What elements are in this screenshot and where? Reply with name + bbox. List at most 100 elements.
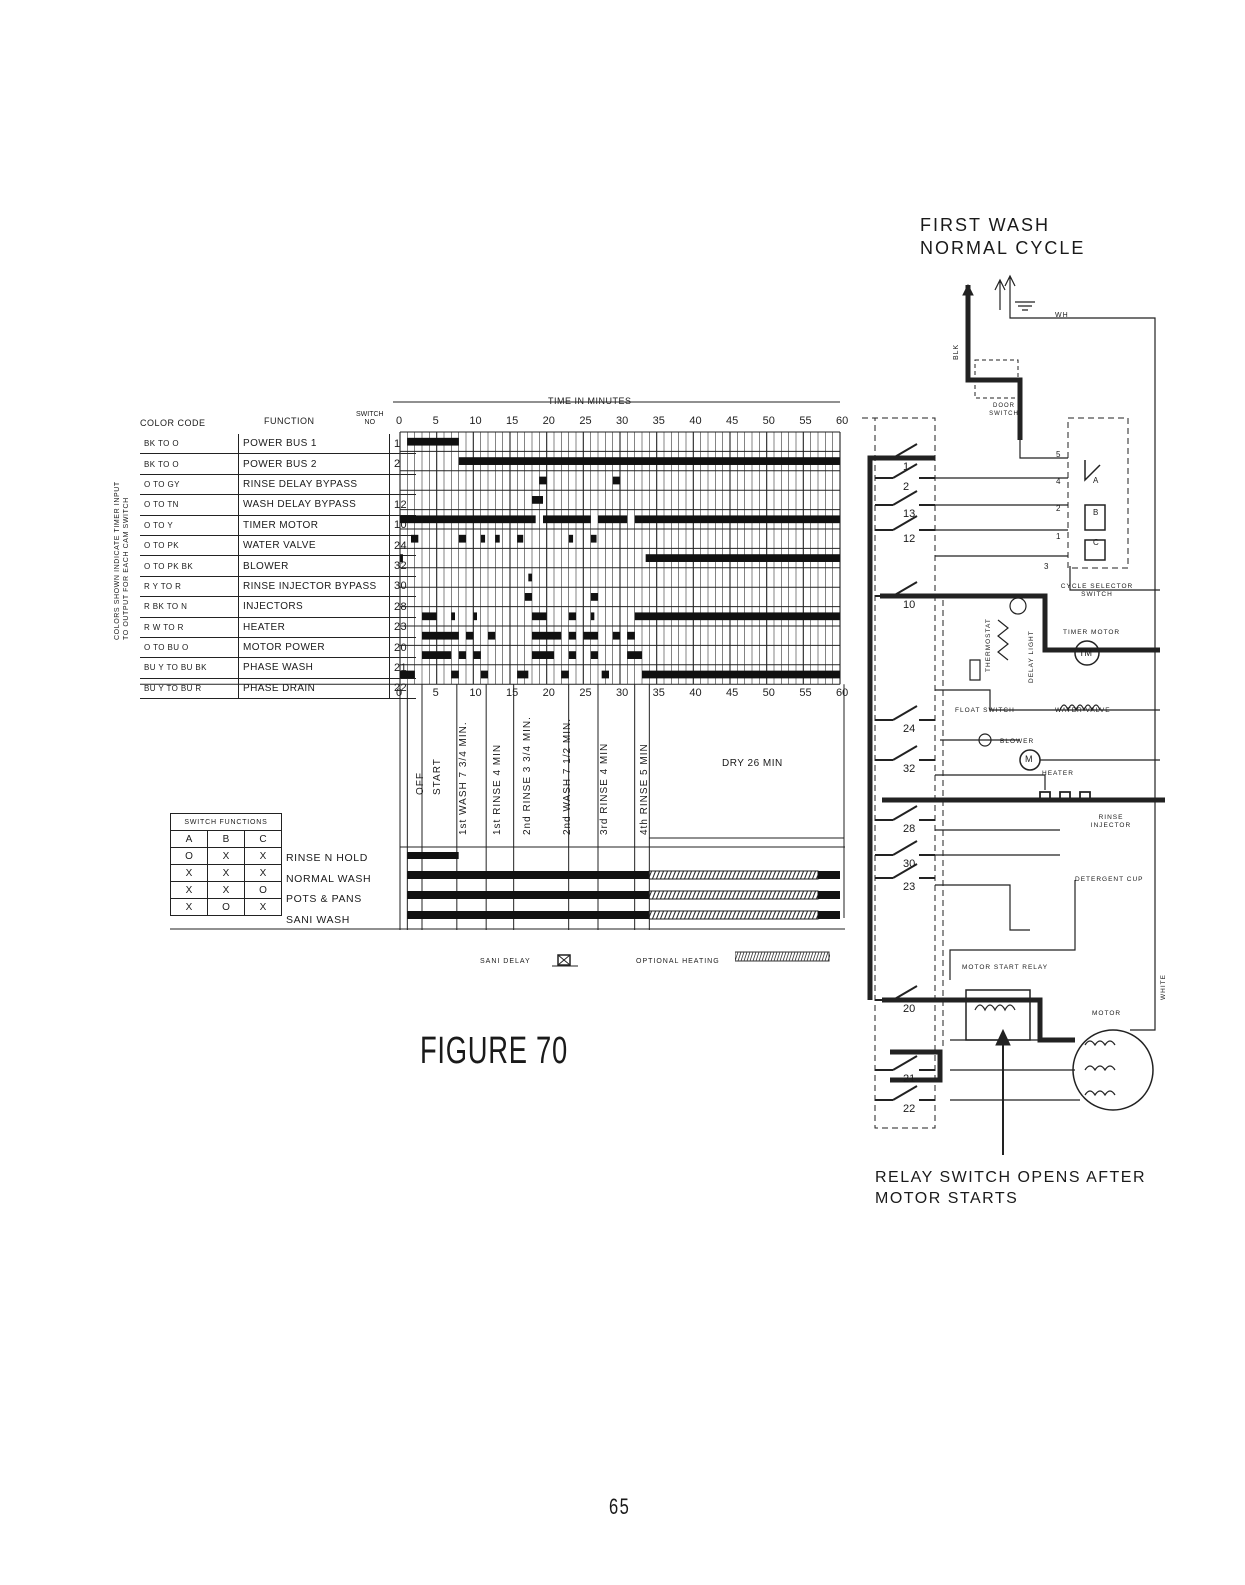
tick-label-bottom: 55 [799, 687, 811, 699]
cam-bar [532, 651, 554, 659]
cam-bar [407, 437, 459, 446]
switch-no-header: SWITCH NO [356, 411, 384, 427]
cam-bar [400, 670, 415, 679]
label-tm: TM [1079, 648, 1092, 658]
cam-bar [466, 631, 474, 640]
tick-label-top: 60 [836, 415, 848, 427]
cam-bar [568, 612, 576, 621]
switch-number-label: 2 [903, 481, 910, 493]
cam-bar [422, 651, 452, 659]
motor-wash-winding [1084, 1065, 1116, 1072]
cam-bar [524, 593, 532, 601]
time-axis-title: TIME IN MINUTES [548, 396, 632, 406]
cam-bar [458, 651, 466, 659]
label-m: M [1025, 754, 1033, 764]
switch-number: 2 [389, 453, 416, 475]
cam-bar [473, 612, 477, 621]
cam-bar [612, 631, 620, 640]
program-bar [818, 871, 840, 879]
switch-number-label: 28 [903, 823, 916, 835]
color-code: R Y TO R [140, 576, 239, 598]
program-label: POTS & PANS [286, 893, 362, 905]
cam-bar [590, 593, 598, 601]
cam-bar [539, 476, 547, 485]
cam-bar [568, 534, 574, 543]
ground-icon [1015, 301, 1035, 311]
thermostat-symbol [969, 659, 981, 681]
selector-letter-label: A [1093, 476, 1099, 485]
heater-element [1039, 791, 1091, 801]
selector-contact-label: 3 [1044, 562, 1049, 571]
cam-bar [422, 631, 459, 640]
label-thermostat: THERMOSTAT [985, 618, 992, 672]
timer-motor-circle [1074, 640, 1100, 666]
main-motor-circle [1072, 1029, 1154, 1111]
switch-header-line-1: SWITCH [356, 411, 384, 418]
switch-header-line-2: NO [364, 419, 376, 426]
chart-bars [400, 437, 840, 679]
label-detergent-cup: DETERGENT CUP [1075, 876, 1144, 883]
cam-bar [495, 534, 500, 543]
cam-bar [634, 515, 840, 524]
tick-label-top: 10 [469, 415, 481, 427]
function-name: INJECTORS [238, 596, 390, 618]
cam-bar [400, 515, 536, 524]
program-bar [407, 871, 650, 879]
page-number: 65 [609, 1494, 631, 1519]
chart-grid [140, 401, 841, 685]
tick-label-top: 30 [616, 415, 628, 427]
blower-motor-circle [1019, 749, 1041, 771]
legend-optional: OPTIONAL HEATING [636, 958, 720, 965]
relay-coil [974, 1004, 1016, 1012]
function-name: WASH DELAY BYPASS [238, 494, 390, 516]
cam-bar [601, 670, 609, 679]
label-timer-motor: TIMER MOTOR [1063, 629, 1121, 636]
label-delay-light: DELAY LIGHT [1028, 630, 1035, 683]
switch-state-a: X [170, 898, 208, 916]
tick-label-bottom: 5 [433, 687, 439, 699]
tick-label-bottom: 15 [506, 687, 518, 699]
cam-bar [627, 651, 642, 659]
tick-label-top: 15 [506, 415, 518, 427]
cam-bar [473, 651, 481, 659]
function-name: TIMER MOTOR [238, 515, 390, 536]
function-name: PHASE WASH [238, 657, 390, 679]
label-cycle-selector: CYCLE SELECTOR SWITCH [1060, 583, 1134, 598]
cam-bar [642, 612, 840, 621]
switch-number: 12 [389, 494, 416, 516]
cam-bar [532, 612, 547, 621]
cam-bar [634, 612, 642, 621]
tick-label-bottom: 25 [579, 687, 591, 699]
label-water-valve: WATER VALVE [1055, 707, 1111, 714]
color-code: O TO TN [140, 494, 239, 516]
motor-drain-winding [1084, 1090, 1116, 1097]
function-name: PHASE DRAIN [238, 678, 390, 700]
selector-contact-label: 4 [1056, 477, 1061, 486]
label-blower: BLOWER [1000, 738, 1035, 745]
tick-label-top: 40 [689, 415, 701, 427]
tick-label-top: 35 [653, 415, 665, 427]
color-code-header: COLOR CODE [140, 418, 206, 428]
cam-bar [528, 573, 532, 582]
color-code: R BK TO N [140, 596, 239, 618]
tick-label-bottom: 50 [763, 687, 775, 699]
motor-main-winding [1084, 1040, 1116, 1047]
cam-bar [645, 554, 840, 562]
cam-bar [590, 534, 597, 543]
relay-note-line-1: RELAY SWITCH OPENS AFTER [875, 1169, 1147, 1186]
program-bar [407, 911, 650, 919]
cam-bar [598, 515, 628, 524]
switch-state-c: X [244, 864, 282, 882]
tick-label-top: 25 [579, 415, 591, 427]
function-name: WATER VALVE [238, 535, 390, 557]
tick-label-bottom: 60 [836, 687, 848, 699]
cam-bar [451, 670, 459, 679]
switch-number-label: 12 [903, 533, 916, 545]
